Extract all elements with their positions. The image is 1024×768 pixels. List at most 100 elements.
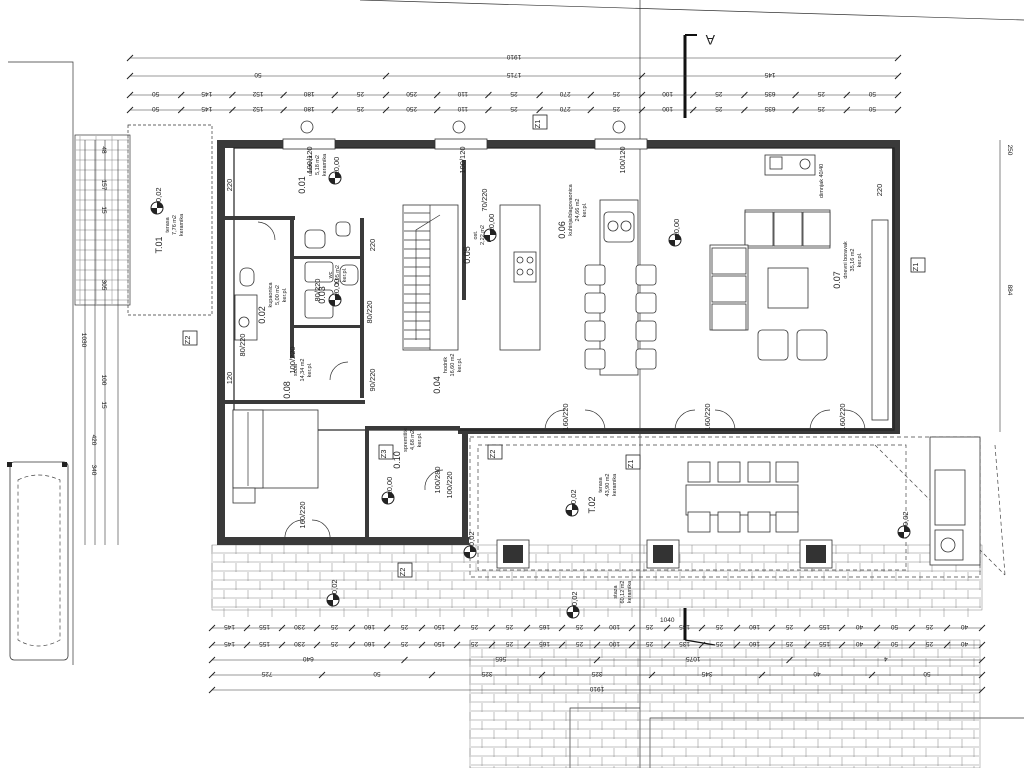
dimension-label: 50: [923, 670, 931, 677]
dimension-label: 725: [261, 670, 272, 677]
dimension-label: 160: [364, 623, 375, 630]
dimension-label: 25: [401, 623, 409, 630]
dimension-label: 50: [891, 623, 899, 630]
dimension-label: 15: [100, 401, 107, 409]
room-floor: ker.pl.: [582, 202, 588, 217]
dimension-label: 305: [100, 280, 107, 291]
door-window-label: 220: [368, 239, 377, 252]
dimension-label: 110: [457, 105, 468, 112]
room-floor: keramika: [627, 580, 633, 603]
dimension-label: 230: [294, 623, 305, 630]
dimension-label: 145: [764, 71, 775, 78]
section-box: Z3: [378, 444, 394, 460]
room-area: 7,76 m2: [172, 215, 178, 235]
room-number: 0.03: [317, 286, 327, 304]
dimension-label: 155: [819, 623, 830, 630]
dimension-label: 50: [891, 640, 899, 647]
bathroom-fixtures: [234, 221, 359, 341]
door-window-label: 160/220: [561, 403, 570, 430]
door-window-label: 220: [225, 179, 234, 192]
dimension-label: 100: [100, 375, 107, 386]
dimension-label: 50: [152, 105, 160, 112]
dimension-label: 40: [961, 623, 969, 630]
room-number: T.02: [587, 496, 597, 513]
section-box: Z2: [182, 330, 198, 346]
room-floor: keramika: [322, 153, 328, 176]
level-value: -0,02: [570, 591, 579, 608]
north-windows: [282, 120, 648, 150]
door-window-label: 80/220: [313, 279, 322, 302]
level-mark: ±0,00: [668, 219, 682, 247]
room-name: soba: [293, 363, 299, 376]
section-box-label: Z2: [183, 336, 192, 345]
dimension-label: 640: [302, 655, 313, 662]
dimension-label: 40: [856, 623, 864, 630]
dimension-label: 180: [303, 105, 314, 112]
section-marker: A: [705, 32, 715, 48]
room-floor: ker.pl.: [342, 267, 348, 282]
dimension-label: 160: [749, 640, 760, 647]
dimension-label: 48: [100, 146, 107, 154]
room-area: 4,68 m2: [410, 430, 416, 450]
room-name: wc: [328, 271, 334, 279]
south-doors: [257, 221, 866, 541]
section-line-a: A: [683, 32, 716, 646]
section-box-label: Z1: [911, 263, 920, 272]
room-name: hodnik: [443, 357, 449, 373]
dimension-label: 565: [495, 655, 506, 662]
dimension-label: 250: [406, 90, 417, 97]
section-box: Z1: [910, 257, 926, 273]
dimension-label: 1030: [80, 333, 87, 348]
dimension-label: 50: [254, 71, 262, 78]
level-mark: ±0,00: [381, 477, 395, 505]
dimension-label: 150: [434, 640, 445, 647]
dimension-label: 165: [539, 640, 550, 647]
dimension-label: 25: [716, 640, 724, 647]
dimension-label: 270: [559, 105, 570, 112]
kitchen: [499, 199, 657, 376]
door-window-label: 70/220: [480, 189, 489, 212]
dimension-label: 25: [926, 623, 934, 630]
room-floor: ker.pl.: [457, 357, 463, 372]
level-value: ±0,00: [332, 157, 341, 176]
level-mark: -0,02: [326, 579, 340, 607]
dimension-label: 25: [612, 90, 620, 97]
room-area: 5,18 m2: [315, 155, 321, 175]
room-floor: ker.pl.: [417, 432, 423, 447]
parking-car-outline: [7, 461, 69, 661]
dimension-label: 25: [506, 623, 514, 630]
dimension-label: 150: [434, 623, 445, 630]
dimension-label: 340: [90, 465, 97, 476]
room-area: 2,22 m2: [480, 225, 486, 245]
building-walls: [217, 140, 900, 545]
dimension-label: 155: [819, 640, 830, 647]
dimension-label: 25: [401, 640, 409, 647]
south-paving: [211, 544, 983, 768]
dimension-label: 25: [817, 90, 825, 97]
level-marks: ±0,00±0,00±0,00±0,00±0,00-0,02-0,02-0,02…: [150, 157, 911, 619]
level-mark: ±0,00: [483, 214, 497, 242]
dimension-label: 180: [303, 90, 314, 97]
room-name: staza: [613, 584, 619, 598]
room-floor: keramika: [179, 213, 185, 236]
dimension-label: 145: [201, 105, 212, 112]
bedroom-bed: [232, 409, 319, 504]
dimension-label: 250: [1006, 145, 1013, 156]
room-name: ost.: [473, 230, 479, 239]
section-box-label: Z3: [379, 450, 388, 459]
dimension-label: 40: [856, 640, 864, 647]
room-floor: keramika: [612, 473, 618, 496]
room-area: 24,66 m2: [575, 199, 581, 222]
room-area: 35,16 m2: [850, 249, 856, 272]
dimension-label: 15: [100, 206, 107, 214]
level-value: -0,02: [467, 531, 476, 548]
dimension-label: 145: [224, 640, 235, 647]
